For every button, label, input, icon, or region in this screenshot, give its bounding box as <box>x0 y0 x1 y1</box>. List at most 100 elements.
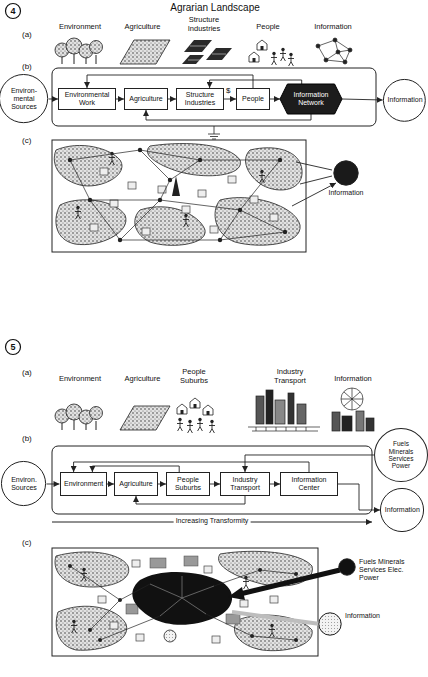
flow-arrow <box>168 99 176 100</box>
axis-label: Increasing Transformity <box>174 517 251 525</box>
urban-map <box>52 548 318 656</box>
landscape-map <box>198 158 202 162</box>
landscape-map <box>250 196 258 203</box>
landscape-map <box>158 198 162 202</box>
node-text: Agriculture <box>119 480 152 488</box>
node-text: Environ- mental Sources <box>7 87 41 111</box>
node-label: Information Network <box>288 91 334 107</box>
icon-label: Information <box>334 374 372 383</box>
part-letter: (b) <box>22 434 32 444</box>
network-icon <box>316 44 320 48</box>
icon-label: Environment <box>59 22 101 31</box>
node-dot <box>338 558 356 576</box>
circle-outline <box>380 488 423 531</box>
urban-map <box>118 598 122 602</box>
node-label: Information <box>385 506 419 514</box>
flow-arrow <box>224 99 236 100</box>
environment-icon <box>55 404 103 430</box>
panel-number: 4 <box>10 5 15 17</box>
node-text: People <box>242 95 264 103</box>
information-icon <box>341 388 363 410</box>
panel-badge <box>6 340 21 355</box>
hexagon-outline <box>280 84 342 114</box>
urban-map <box>164 630 176 642</box>
landscape-map <box>228 176 236 183</box>
panel-title: Agrarian Landscape <box>170 2 260 14</box>
landscape-map <box>142 228 150 235</box>
landscape-map <box>128 182 136 189</box>
landscape-map <box>283 230 287 234</box>
node-dot <box>339 559 355 575</box>
part-letter: (b) <box>22 62 32 72</box>
urban-map <box>232 612 320 624</box>
node-label: Environmental Work <box>62 91 112 107</box>
landscape-map <box>54 144 302 246</box>
environment-icon <box>55 404 103 430</box>
people-icon <box>271 52 277 65</box>
node-label: Information Center <box>284 476 334 492</box>
landscape-map <box>238 208 242 212</box>
information-icon <box>356 411 364 431</box>
node-label: Information <box>345 612 401 620</box>
flow-arrow <box>210 484 220 485</box>
industry-icon <box>297 404 306 424</box>
information-dot: Information <box>318 612 404 636</box>
urban-map <box>98 638 102 642</box>
urban-map <box>240 600 248 607</box>
urban-map <box>98 596 106 603</box>
flow-arrow <box>338 484 380 510</box>
suburb-icon <box>190 398 200 408</box>
input-circle: Fuels Minerals Services Power <box>374 428 428 482</box>
urban-map <box>294 572 298 576</box>
network-hexagon: Information Network <box>280 84 342 114</box>
node-label: Fuels Minerals Services Power <box>383 440 419 470</box>
urban-map <box>228 587 245 600</box>
landscape-map <box>292 162 336 206</box>
urban-map <box>55 552 129 587</box>
output-circle: Information <box>380 488 424 532</box>
flow-arrow <box>107 484 115 485</box>
landscape-map <box>210 226 218 233</box>
panel-number: 5 <box>10 341 15 353</box>
people-icon <box>249 40 294 66</box>
flow-arrow <box>136 496 245 504</box>
industry-icon <box>275 400 285 424</box>
node-label: Agriculture <box>129 95 162 103</box>
node-dot <box>334 161 358 185</box>
part-letter: (c) <box>22 136 31 146</box>
urban-map <box>68 564 298 642</box>
node-label: Environment <box>64 480 102 488</box>
field-icon <box>120 406 170 430</box>
industry-icon <box>248 390 320 431</box>
system-frame <box>52 68 376 126</box>
node-text: Environment <box>64 480 102 488</box>
part-letter: (c) <box>22 538 31 548</box>
urban-map <box>126 604 138 614</box>
structure-icon <box>182 55 204 64</box>
icon-label: Agriculture <box>125 22 161 31</box>
urban-map <box>243 576 249 589</box>
network-icon <box>316 38 352 64</box>
suburb-icon <box>177 418 183 431</box>
node-label: People <box>242 95 264 103</box>
node-text: Information <box>345 612 401 620</box>
urban-map <box>250 634 254 638</box>
circle-outline <box>2 462 46 506</box>
flow-arrow <box>49 98 58 99</box>
flow-arrow <box>270 99 280 100</box>
system-frame <box>52 446 372 514</box>
node-label: Structure Industries <box>180 91 220 107</box>
heat-sink <box>208 126 220 139</box>
landscape-map <box>215 198 300 246</box>
urban-map <box>150 558 166 568</box>
node-text: Fuels Minerals Services Power <box>383 440 419 470</box>
node-dot <box>319 613 341 635</box>
landscape-map <box>52 140 306 252</box>
suburb-icon <box>203 405 213 415</box>
urban-map <box>132 572 232 625</box>
import-dot: Fuels Minerals Services Elec. Power <box>338 558 426 582</box>
circle-outline <box>0 75 48 123</box>
process-box: People <box>236 88 270 110</box>
network-icon <box>324 58 328 62</box>
